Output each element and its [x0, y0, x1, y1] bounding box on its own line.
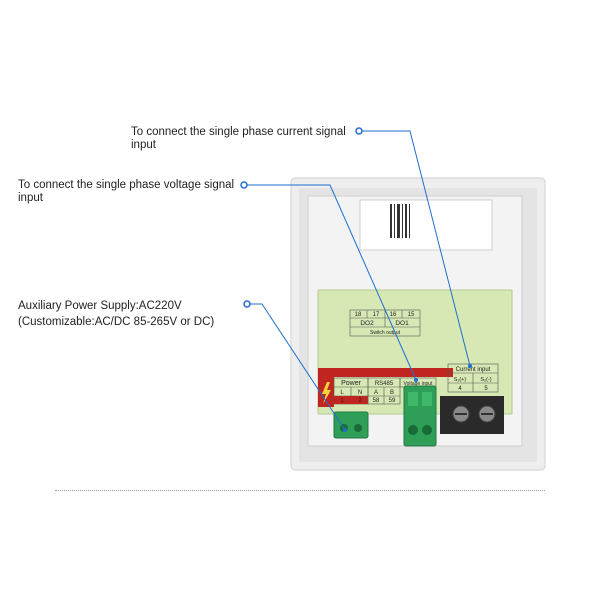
- rs485-num-59: 59: [389, 398, 396, 404]
- current-input-callout: To connect the single phase current sign…: [131, 126, 346, 152]
- current-callout-line1: To connect the single phase current sign…: [131, 126, 346, 138]
- switch-output-label: Switch output: [370, 330, 401, 336]
- voltage-callout-dot: [240, 181, 248, 189]
- barcode: [390, 204, 410, 238]
- current-num-4: 4: [458, 386, 462, 392]
- current-num-5: 5: [484, 386, 488, 392]
- current-callout-dot: [355, 127, 363, 135]
- power-supply-callout: Auxiliary Power Supply:AC220V (Customiza…: [18, 298, 214, 330]
- current-screw-terminals: [440, 396, 504, 434]
- current-callout-leader: [359, 130, 471, 367]
- current-col-s2: S₂(-): [480, 377, 491, 383]
- power-callout-dot: [243, 300, 251, 308]
- current-input-label: Current input: [456, 367, 491, 373]
- power-terminal-block: [333, 411, 369, 439]
- warning-strip: [318, 368, 453, 377]
- power-callout-end-dot: [343, 428, 347, 432]
- rs485-table: [367, 377, 401, 405]
- power-num-2: 2: [358, 398, 362, 404]
- power-col-l: L: [340, 390, 344, 396]
- voltage-terminal-block: [403, 385, 437, 447]
- do1-label: DO1: [395, 320, 409, 327]
- dotted-divider: [55, 490, 545, 491]
- power-callout-line1: Auxiliary Power Supply:AC220V: [18, 300, 182, 312]
- current-callout-end-dot: [468, 364, 472, 368]
- power-num-1: 1: [340, 398, 344, 404]
- power-callout-line2: (Customizable:AC/DC 85-265V or DC): [18, 316, 215, 328]
- voltage-input-callout: To connect the single phase voltage sign…: [18, 179, 234, 205]
- current-col-s1: S₁(+): [454, 377, 467, 383]
- current-callout-line2: input: [131, 139, 156, 151]
- voltage-callout-end-dot: [414, 378, 418, 382]
- terminal-number-18: 18: [355, 312, 362, 318]
- voltage-input-label: Voltage input: [404, 381, 434, 387]
- rs485-label: RS485: [375, 381, 394, 387]
- terminal-number-16: 16: [390, 312, 397, 318]
- terminal-number-17: 17: [373, 312, 380, 318]
- rs485-num-58: 58: [373, 398, 380, 404]
- power-callout-leader: [247, 303, 346, 431]
- power-label: Power: [341, 380, 362, 387]
- rs485-col-b: B: [390, 390, 394, 396]
- do2-label: DO2: [360, 320, 374, 327]
- voltage-callout-line2: input: [18, 192, 43, 204]
- rs485-col-a: A: [374, 390, 378, 396]
- product-label: [359, 199, 493, 251]
- current-input-table: [447, 363, 499, 393]
- lightning-icon: [322, 382, 331, 404]
- voltage-callout-leader: [244, 184, 417, 381]
- voltage-callout-line1: To connect the single phase voltage sign…: [18, 179, 235, 191]
- power-col-n: N: [358, 390, 362, 396]
- terminal-number-15: 15: [408, 312, 415, 318]
